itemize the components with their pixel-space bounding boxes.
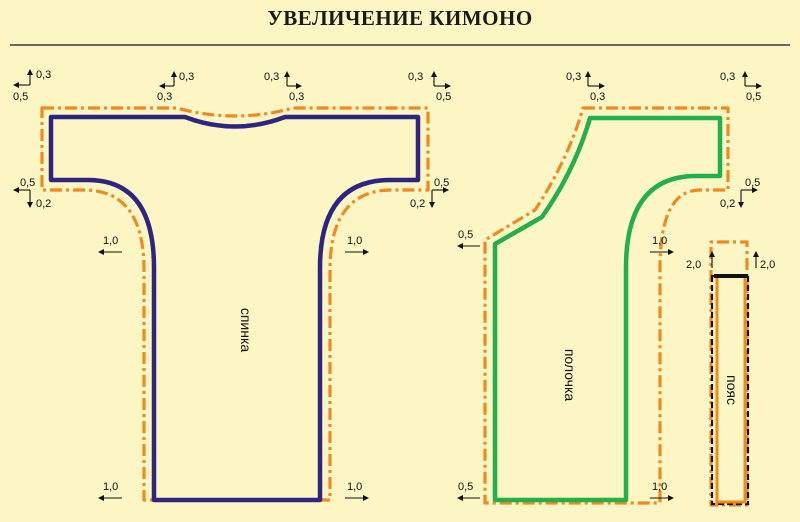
- allowance-label: 0,3: [289, 91, 304, 103]
- front-piece: полочка: [483, 106, 730, 505]
- allowance-label: 2,0: [686, 259, 701, 271]
- allowance-label: 0,3: [264, 71, 279, 83]
- allowance-label: 0,3: [720, 71, 735, 83]
- allowance-label: 2,0: [760, 259, 775, 271]
- allowance-label: 0,5: [434, 177, 449, 189]
- allowance-label: 1,0: [347, 235, 362, 247]
- allowance-marker-back-sleeve-left: 0,5 0,2: [13, 177, 51, 210]
- allowance-marker-front-neck: 0,3 0,3: [566, 71, 605, 103]
- allowance-label: 0,5: [745, 177, 760, 189]
- allowance-marker-belt-right: 2,0: [753, 251, 775, 271]
- allowance-marker-back-sleeve-right: 0,5 0,2: [410, 177, 449, 210]
- allowance-marker-back-neck-right: 0,3 0,3: [264, 71, 304, 103]
- allowance-label: 0,3: [408, 71, 423, 83]
- front-seam-allowance-outline: [483, 106, 730, 505]
- belt-piece: пояс: [709, 240, 750, 507]
- allowance-label: 0,5: [13, 91, 28, 103]
- front-outline: [492, 115, 723, 503]
- allowance-label: 0,2: [410, 198, 425, 210]
- belt-piece-label: пояс: [724, 375, 740, 405]
- back-piece: спинка: [40, 106, 430, 503]
- allowance-marker-back-hem-right: 1,0: [345, 481, 369, 501]
- allowance-marker-belt-left: 2,0: [686, 251, 715, 271]
- allowance-label: 0,5: [436, 91, 451, 103]
- allowance-marker-front-side-right: 1,0: [650, 235, 674, 255]
- allowance-label: 1,0: [652, 481, 667, 493]
- allowance-label: 0,3: [36, 69, 51, 81]
- allowance-label: 0,5: [746, 91, 761, 103]
- allowance-label: 0,3: [566, 71, 581, 83]
- allowance-label: 0,3: [179, 71, 194, 83]
- allowance-label: 0,3: [590, 91, 605, 103]
- allowance-label: 0,2: [36, 198, 51, 210]
- allowance-marker-front-hem-right: 1,0: [650, 481, 674, 501]
- allowance-label: 0,2: [720, 198, 735, 210]
- allowance-label: 1,0: [347, 481, 362, 493]
- back-outline: [48, 114, 421, 503]
- back-seam-allowance-outline: [40, 106, 430, 502]
- allowance-marker-back-top-left: 0,3 0,5: [13, 69, 51, 103]
- allowance-label: 0,3: [157, 91, 172, 103]
- allowance-marker-back-hem-left: 1,0: [98, 481, 122, 501]
- back-piece-label: спинка: [238, 308, 254, 353]
- allowance-label: 1,0: [103, 481, 118, 493]
- allowance-marker-front-edge-top: 0,5: [457, 229, 480, 249]
- allowance-label: 0,5: [458, 229, 473, 241]
- front-piece-label: полочка: [562, 349, 578, 402]
- allowance-label: 0,5: [458, 481, 473, 493]
- diagram-title: УВЕЛИЧЕНИЕ КИМОНО: [267, 6, 533, 30]
- allowance-marker-back-neck-left: 0,3 0,3: [157, 71, 194, 103]
- allowance-label: 0,5: [20, 177, 35, 189]
- allowance-marker-front-top-right: 0,3 0,5: [720, 71, 762, 103]
- allowance-marker-back-top-right: 0,3 0,5: [408, 71, 451, 103]
- allowance-marker-front-hem-left: 0,5: [457, 481, 480, 501]
- allowance-marker-back-side-right: 1,0: [345, 235, 369, 255]
- allowance-label: 1,0: [103, 235, 118, 247]
- allowance-label: 1,0: [652, 235, 667, 247]
- allowance-marker-back-side-left: 1,0: [98, 235, 122, 255]
- allowance-marker-front-sleeve-right: 0,5 0,2: [720, 177, 760, 210]
